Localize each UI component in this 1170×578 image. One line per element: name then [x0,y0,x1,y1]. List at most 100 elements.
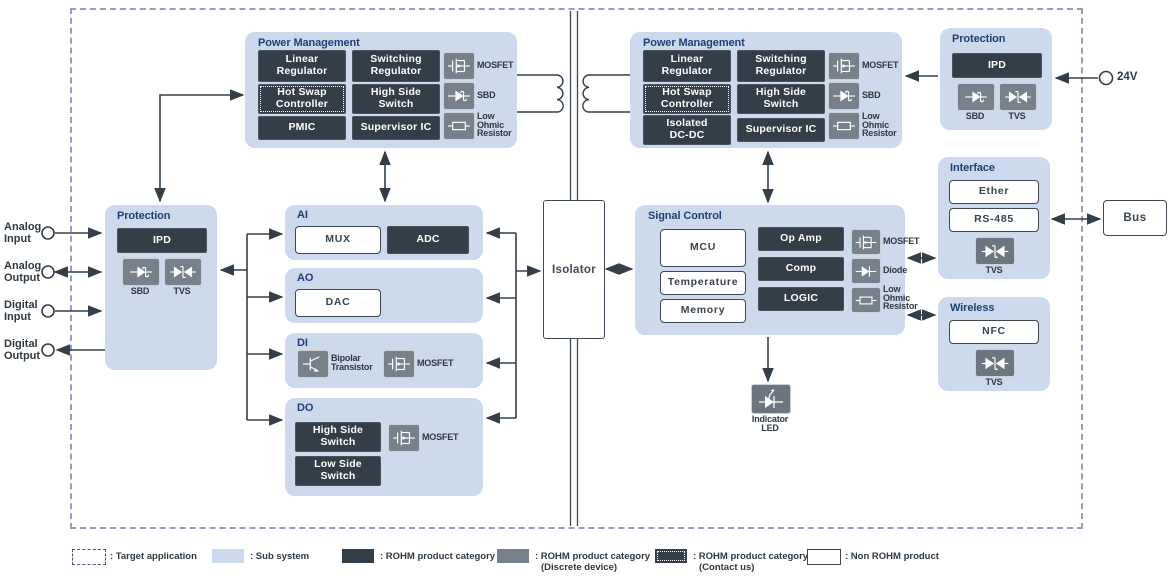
box-op-amp: Op Amp [758,227,844,251]
mosfet-icon-label: MOSFET [883,236,920,246]
box-isolator: Isolator [543,200,605,339]
box-switching-regulator: Switching Regulator [737,50,825,82]
legend-label: : ROHM product category [535,551,651,562]
box-linear-regulator: Linear Regulator [258,50,346,82]
box-ipd: IPD [117,228,207,253]
box-mcu: MCU [660,229,746,267]
box-adc: ADC [387,226,469,254]
tvs-icon-label: TVS [985,265,1003,275]
panel-protection-top: Protection IPD SBD TVS [940,28,1052,130]
tvs-icon [975,349,1015,377]
sbd-icon [443,82,475,110]
box-linear-regulator: Linear Regulator [643,50,731,82]
box-bus: Bus [1103,200,1167,236]
low-ohmic-resistor-icon-label: Low Ohmic Resistor [883,284,918,312]
box-dac: DAC [295,289,381,317]
box-ipd: IPD [952,53,1042,78]
panel-title: DI [297,337,308,349]
box-supervisor-ic: Supervisor IC [737,118,825,142]
legend-label: : ROHM product category [693,551,809,562]
legend-label: : ROHM product category [380,551,496,562]
legend-label: : Target application [110,551,197,562]
mosfet-icon [388,424,420,452]
panel-title: Signal Control [648,210,722,222]
box-rs485: RS-485 [949,208,1039,232]
tvs-icon-label: TVS [985,377,1003,387]
signal-wires [53,70,1102,426]
panel-protection-left: Protection IPD SBD TVS [105,205,217,370]
box-high-side-switch: High Side Switch [737,84,825,114]
panel-ao: AO DAC [285,268,483,323]
mosfet-icon [851,229,881,255]
sbd-icon [957,83,995,111]
mosfet-icon-label: MOSFET [422,432,459,442]
terminal-digital-input-label: Digital Input [4,299,38,324]
panel-title: Power Management [258,37,360,49]
tvs-icon-label: TVS [173,286,191,296]
panel-wireless: Wireless NFC TVS [938,297,1050,391]
panel-interface: Interface Ether RS-485 TVS [938,157,1050,279]
indicator-led-label: Indicator LED [751,414,789,433]
transformer-windings [517,74,630,113]
sbd-icon-label: SBD [477,90,496,100]
tvs-icon [164,258,202,286]
tvs-icon [999,83,1037,111]
supply-24v-label: 24V [1117,71,1138,83]
tvs-icon-label: TVS [1008,111,1026,121]
box-high-side-switch: High Side Switch [352,84,440,114]
panel-di: DI Bipolar Transistor MOSFET [285,333,483,388]
mosfet-icon-label: MOSFET [477,60,514,70]
box-hot-swap-controller: Hot Swap Controller [258,84,346,114]
terminal-analog-output-label: Analog Output [4,260,42,285]
legend-swatch-non-rohm [807,549,841,565]
legend-sublabel: (Discrete device) [541,562,618,573]
box-logic: LOGIC [758,287,844,311]
legend-label: : Sub system [250,551,310,562]
panel-ai: AI MUX ADC [285,205,483,260]
low-ohmic-resistor-icon [828,112,860,140]
legend-label: : Non ROHM product [845,551,939,562]
box-high-side-switch: High Side Switch [295,422,381,452]
panel-power-management-left: Power Management Linear Regulator Switch… [245,32,517,148]
low-ohmic-resistor-icon-label: Low Ohmic Resistor [862,111,897,139]
panel-do: DO High Side Switch Low Side Switch MOSF… [285,398,483,496]
sbd-icon [828,82,860,110]
mosfet-icon-label: MOSFET [862,60,899,70]
sbd-icon [122,258,160,286]
mosfet-icon-label: MOSFET [417,358,454,368]
terminal-digital-output-label: Digital Output [4,338,41,363]
tvs-icon [975,237,1015,265]
legend-swatch-rohm-product [342,549,374,563]
box-isolated-dcdc: Isolated DC-DC [643,115,731,145]
terminal-analog-input-label: Analog Input [4,221,42,246]
mosfet-icon [443,52,475,80]
indicator-led-icon [751,384,791,414]
legend-swatch-rohm-discrete [497,549,529,563]
box-nfc: NFC [949,320,1039,344]
box-memory: Memory [660,299,746,323]
panel-power-management-right: Power Management Linear Regulator Switch… [630,32,902,148]
box-mux: MUX [295,226,381,254]
legend-sublabel: (Contact us) [699,562,755,573]
panel-title: Wireless [950,302,995,314]
box-supervisor-ic: Supervisor IC [352,116,440,140]
box-temperature: Temperature [660,271,746,295]
mosfet-icon [383,350,415,378]
io-terminals [41,70,1114,357]
panel-title: Interface [950,162,995,174]
panel-signal-control: Signal Control MCU Temperature Memory Op… [635,205,920,335]
panel-title: Protection [117,210,171,222]
box-hot-swap-controller: Hot Swap Controller [643,84,731,114]
mosfet-icon [828,52,860,80]
panel-title: AO [297,272,314,284]
box-switching-regulator: Switching Regulator [352,50,440,82]
sbd-icon-label: SBD [965,111,985,121]
legend-swatch-target-application [72,549,106,565]
panel-title: Power Management [643,37,745,49]
box-comp: Comp [758,257,844,281]
box-low-side-switch: Low Side Switch [295,456,381,486]
panel-title: AI [297,209,308,221]
low-ohmic-resistor-icon [851,287,881,313]
